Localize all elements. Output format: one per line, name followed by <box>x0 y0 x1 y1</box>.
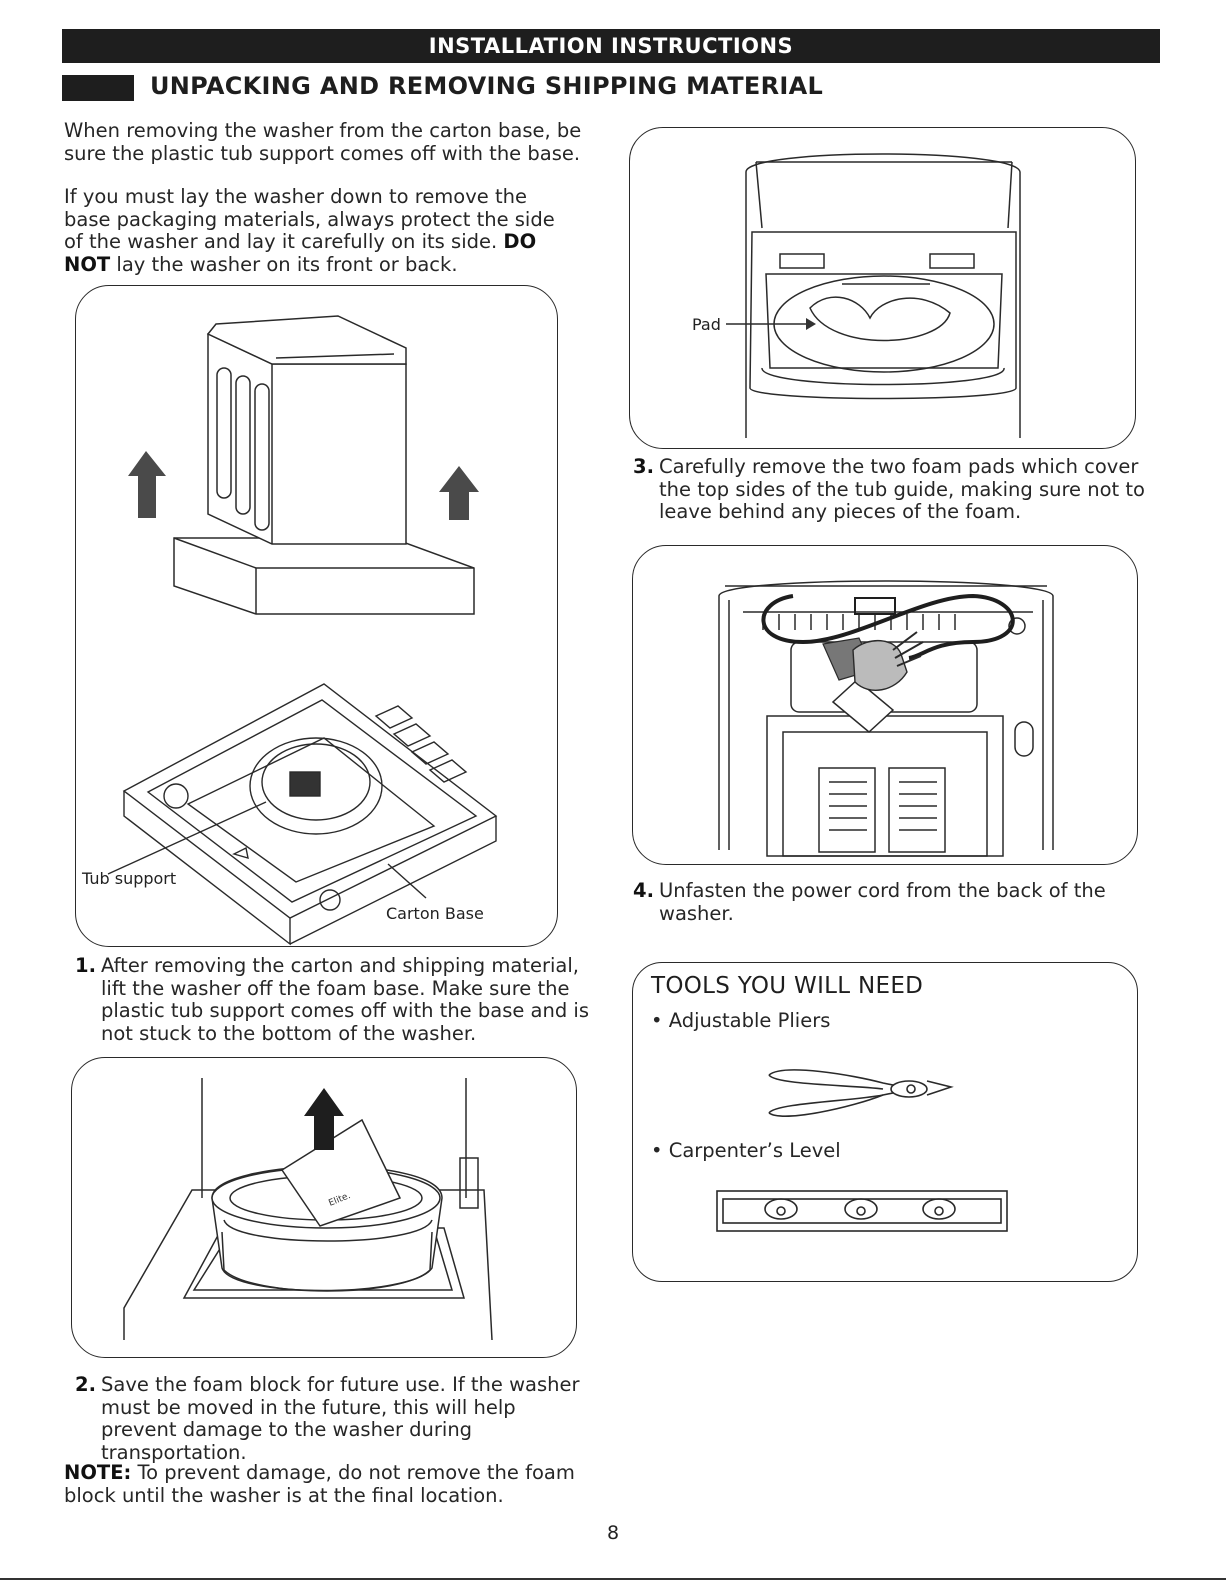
step-3-text: Carefully remove the two foam pads which… <box>659 455 1145 523</box>
note-paragraph: NOTE: To prevent damage, do not remove t… <box>64 1461 584 1507</box>
figure-washer-lift-panel: Tub support Carton Base <box>75 285 558 947</box>
header-banner: INSTALLATION INSTRUCTIONS <box>62 29 1160 63</box>
tools-title: TOOLS YOU WILL NEED <box>651 973 924 999</box>
note-text: To prevent damage, do not remove the foa… <box>64 1461 575 1507</box>
pad-pointer-icon <box>806 318 816 330</box>
section-marker-block <box>62 75 134 101</box>
note-label: NOTE: <box>64 1461 132 1484</box>
lift-arrows-icon <box>128 451 479 520</box>
bottom-rule <box>0 1578 1226 1580</box>
label-tub-support: Tub support <box>82 869 177 888</box>
intro-do-not-emphasis: DO NOT <box>64 230 537 276</box>
page-number: 8 <box>606 1522 620 1544</box>
washer-pads-illustration <box>726 153 1021 438</box>
tool-item-adjustable-pliers: • Adjustable Pliers <box>651 1009 831 1032</box>
intro-paragraph-2-after: lay the washer on its front or back. <box>116 252 458 276</box>
step-1-number: 1. <box>75 954 96 977</box>
step-4-number: 4. <box>633 879 654 902</box>
step-2-number: 2. <box>75 1373 96 1396</box>
power-cord-icon <box>761 593 1015 660</box>
tools-panel: TOOLS YOU WILL NEED • Adjustable Pliers … <box>632 962 1138 1282</box>
washer-lift-illustration <box>107 315 498 946</box>
figure-power-cord-panel <box>632 545 1138 865</box>
glove-icon <box>822 631 924 691</box>
step-3-number: 3. <box>633 455 654 478</box>
section-title: UNPACKING AND REMOVING SHIPPING MATERIAL <box>150 72 824 100</box>
step-4-text: Unfasten the power cord from the back of… <box>659 879 1106 925</box>
intro-paragraph-1-text: When removing the washer from the carton… <box>64 119 582 165</box>
label-carton-base: Carton Base <box>386 904 484 923</box>
pliers-icon <box>768 1069 954 1117</box>
figure-foam-block-panel: Elite. <box>71 1057 577 1358</box>
tool-item-carpenters-level: • Carpenter’s Level <box>651 1139 841 1162</box>
step-1-text: After removing the carton and shipping m… <box>101 954 590 1045</box>
label-pad: Pad <box>692 315 721 334</box>
intro-paragraph-2-before: If you must lay the washer down to remov… <box>64 185 555 253</box>
figure-pads-panel: Pad <box>629 127 1136 449</box>
carpenters-level-icon <box>716 1190 1008 1232</box>
intro-paragraph-2: If you must lay the washer down to remov… <box>64 185 574 276</box>
lift-arrow-icon <box>304 1088 344 1150</box>
step-2-text: Save the foam block for future use. If t… <box>101 1373 580 1464</box>
power-cord-illustration <box>718 580 1054 857</box>
intro-paragraph-1: When removing the washer from the carton… <box>64 119 584 165</box>
foam-block-illustration: Elite. <box>123 1078 493 1341</box>
